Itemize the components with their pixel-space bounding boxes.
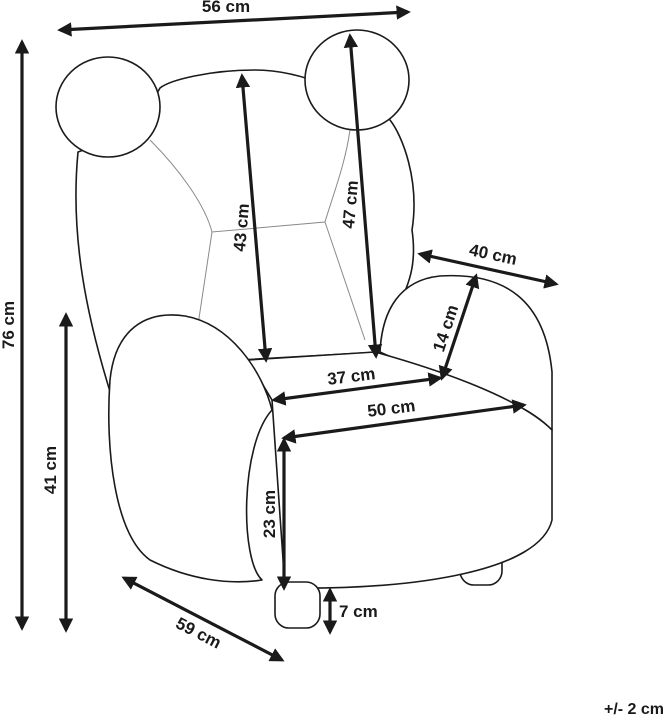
label-cushion-height: 23 cm bbox=[260, 490, 279, 538]
front-leg bbox=[274, 581, 321, 629]
label-leg-height: 7 cm bbox=[339, 602, 378, 621]
dim-arrow-overall-depth bbox=[121, 576, 285, 662]
dim-arrow-seat-width bbox=[281, 399, 527, 444]
left-armrest bbox=[108, 314, 273, 583]
back-seam bbox=[197, 231, 213, 326]
dim-arrow-seat-depth bbox=[271, 372, 443, 406]
dimension-lines bbox=[14, 5, 559, 662]
left-ear-cushion bbox=[55, 56, 161, 158]
armchair-illustration bbox=[55, 29, 553, 629]
dim-arrow-overall-width bbox=[57, 5, 411, 37]
dim-arrow-arm-length bbox=[417, 249, 559, 289]
label-back-height: 43 cm bbox=[230, 203, 253, 253]
label-overall-height: 76 cm bbox=[0, 301, 18, 349]
dim-arrow-ear-height bbox=[343, 33, 383, 359]
label-overall-depth: 59 cm bbox=[173, 614, 225, 653]
tolerance-note: +/- 2 cm bbox=[604, 701, 664, 718]
label-ear-height: 47 cm bbox=[339, 180, 362, 230]
dim-arrow-back-height bbox=[235, 73, 273, 363]
label-seat-height: 41 cm bbox=[41, 446, 60, 494]
dim-arrow-arm-height bbox=[438, 273, 480, 381]
label-overall-width: 56 cm bbox=[202, 0, 250, 16]
